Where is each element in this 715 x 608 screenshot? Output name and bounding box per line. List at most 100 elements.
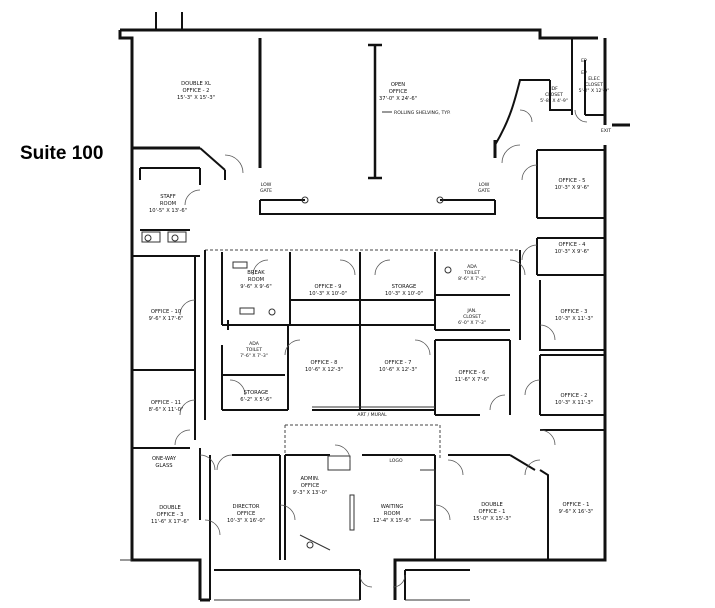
svg-text:10'-5" X 13'-6": 10'-5" X 13'-6"	[149, 208, 187, 214]
svg-text:ADMIN.: ADMIN.	[300, 476, 319, 482]
svg-text:TOILET: TOILET	[463, 270, 480, 276]
svg-text:7'-6" X 7'-3": 7'-6" X 7'-3"	[240, 353, 268, 359]
suite-label: Suite 100	[20, 143, 104, 164]
svg-text:15'-0" X 15'-3": 15'-0" X 15'-3"	[473, 516, 511, 522]
room-storage-left: STORAGE 6'-2" X 5'-6"	[240, 390, 271, 403]
svg-text:10'-3" X 9'-6": 10'-3" X 9'-6"	[555, 249, 590, 255]
svg-text:8'-6" X 7'-3": 8'-6" X 7'-3"	[458, 276, 486, 282]
svg-text:LOW: LOW	[479, 182, 490, 188]
svg-text:ROOM: ROOM	[384, 511, 400, 517]
svg-text:10'-3" X 10'-0": 10'-3" X 10'-0"	[309, 291, 347, 297]
room-director-office: DIRECTOR OFFICE 10'-3" X 16'-0"	[227, 504, 265, 524]
svg-text:10'-3" X 11'-3": 10'-3" X 11'-3"	[555, 316, 593, 322]
svg-text:OFFICE - 1: OFFICE - 1	[563, 502, 590, 508]
room-double-office-1: DOUBLE OFFICE - 1 15'-0" X 15'-3"	[473, 502, 511, 522]
room-ada-toilet-left: ADA TOILET 7'-6" X 7'-3"	[240, 341, 268, 359]
svg-text:6'-2" X 5'-6": 6'-2" X 5'-6"	[240, 397, 271, 403]
rolling-shelving	[368, 43, 392, 180]
svg-text:CLOSET: CLOSET	[463, 314, 481, 320]
svg-text:IDF: IDF	[550, 86, 558, 92]
svg-text:OFFICE: OFFICE	[237, 511, 255, 517]
svg-text:5'-2" X 12'-9": 5'-2" X 12'-9"	[579, 88, 610, 94]
svg-text:OFFICE - 6: OFFICE - 6	[459, 370, 486, 376]
svg-text:WAITING: WAITING	[381, 504, 404, 510]
room-idf-closet: IDF CLOSET 5'-8" X 4'-9"	[540, 86, 568, 104]
room-staff-room: STAFF ROOM 10'-5" X 13'-6"	[149, 194, 187, 214]
svg-text:CLOSET: CLOSET	[545, 92, 563, 98]
room-office-10: OFFICE - 10 9'-6" X 17'-6"	[149, 309, 184, 322]
right-offices-walls	[536, 149, 605, 560]
svg-text:OPEN: OPEN	[391, 82, 405, 88]
low-gate-left-label: LOW GATE	[260, 182, 272, 194]
svg-text:GATE: GATE	[260, 188, 272, 194]
svg-text:ROLLING SHELVING, TYP.: ROLLING SHELVING, TYP.	[394, 110, 451, 116]
svg-text:OFFICE - 11: OFFICE - 11	[151, 400, 181, 406]
svg-text:STORAGE: STORAGE	[392, 284, 417, 290]
svg-text:10'-6" X 12'-3": 10'-6" X 12'-3"	[305, 367, 343, 373]
svg-text:OFFICE - 3: OFFICE - 3	[157, 512, 184, 518]
svg-text:OFFICE - 4: OFFICE - 4	[559, 242, 587, 248]
room-office-4: OFFICE - 4 10'-3" X 9'-6"	[555, 242, 590, 255]
exit-label: EXIT	[601, 128, 611, 134]
svg-text:11'-6" X 7'-6": 11'-6" X 7'-6"	[455, 377, 490, 383]
room-office-7: OFFICE - 7 10'-6" X 12'-3"	[379, 360, 417, 373]
svg-text:GATE: GATE	[478, 188, 490, 194]
svg-text:OFFICE - 9: OFFICE - 9	[315, 284, 342, 290]
svg-text:10'-3" X 9'-6": 10'-3" X 9'-6"	[555, 185, 590, 191]
svg-text:OFFICE - 7: OFFICE - 7	[385, 360, 412, 366]
svg-text:OFFICE - 3: OFFICE - 3	[561, 309, 588, 315]
one-way-glass-label: ONE-WAY GLASS	[152, 456, 177, 469]
svg-text:OFFICE - 8: OFFICE - 8	[311, 360, 338, 366]
room-admin-office: ADMIN. OFFICE 9'-3" X 13'-0"	[293, 476, 328, 496]
room-office-2: OFFICE - 2 10'-3" X 11'-3"	[555, 393, 593, 406]
room-labels: DOUBLE XL OFFICE - 2 15'-3" X 15'-3" OPE…	[149, 58, 612, 525]
room-office-1: OFFICE - 1 9'-6" X 16'-3"	[559, 502, 594, 515]
svg-text:10'-3" X 10'-0": 10'-3" X 10'-0"	[385, 291, 423, 297]
svg-text:15'-3" X 15'-3": 15'-3" X 15'-3"	[177, 95, 215, 101]
central-core-walls	[204, 249, 521, 420]
logo-label: LOGO	[389, 458, 403, 464]
svg-text:9'-6" X 16'-3": 9'-6" X 16'-3"	[559, 509, 594, 515]
svg-text:8'-6" X 11'-0": 8'-6" X 11'-0"	[149, 407, 184, 413]
svg-text:OFFICE - 10: OFFICE - 10	[151, 309, 181, 315]
svg-text:DOUBLE XL: DOUBLE XL	[181, 81, 211, 87]
art-mural-label: ART / MURAL	[357, 412, 387, 418]
room-office-8: OFFICE - 8 10'-6" X 12'-3"	[305, 360, 343, 373]
lower-walls	[199, 424, 536, 560]
room-office-11: OFFICE - 11 8'-6" X 11'-0"	[149, 400, 184, 413]
svg-text:10'-3" X 16'-0": 10'-3" X 16'-0"	[227, 518, 265, 524]
svg-text:10'-3" X 11'-3": 10'-3" X 11'-3"	[555, 400, 593, 406]
room-office-9: OFFICE - 9 10'-3" X 10'-0"	[309, 284, 347, 297]
left-offices-walls	[132, 256, 196, 449]
svg-text:ELEC: ELEC	[588, 76, 600, 82]
svg-text:OFFICE - 2: OFFICE - 2	[561, 393, 588, 399]
svg-text:GLASS: GLASS	[155, 463, 172, 469]
ep-label-1: EP	[581, 58, 587, 64]
room-office-3: OFFICE - 3 10'-3" X 11'-3"	[555, 309, 593, 322]
room-open-office: OPEN OFFICE 37'-0" X 24'-6" ROLLING SHEL…	[379, 82, 451, 116]
svg-text:ADA: ADA	[249, 341, 260, 347]
svg-text:10'-6" X 12'-3": 10'-6" X 12'-3"	[379, 367, 417, 373]
room-office-5: OFFICE - 5 10'-3" X 9'-6"	[555, 178, 590, 191]
svg-text:9'-6" X 9'-6": 9'-6" X 9'-6"	[240, 284, 271, 290]
room-office-6: OFFICE - 6 11'-6" X 7'-6"	[455, 370, 490, 383]
svg-text:ADA: ADA	[467, 264, 478, 270]
svg-text:JAN.: JAN.	[466, 308, 476, 314]
room-elec-closet: ELEC CLOSET 5'-2" X 12'-9"	[579, 76, 610, 94]
svg-text:TOILET: TOILET	[245, 347, 262, 353]
svg-text:12'-4" X 15'-6": 12'-4" X 15'-6"	[373, 518, 411, 524]
low-gate-right-label: LOW GATE	[478, 182, 490, 194]
svg-text:9'-6" X 17'-6": 9'-6" X 17'-6"	[149, 316, 184, 322]
room-double-xl-office-2: DOUBLE XL OFFICE - 2 15'-3" X 15'-3"	[177, 81, 215, 101]
fixtures	[141, 231, 452, 549]
svg-text:OFFICE: OFFICE	[389, 89, 407, 95]
upper-walls	[132, 38, 605, 257]
svg-text:5'-8" X 4'-9": 5'-8" X 4'-9"	[540, 98, 568, 104]
svg-text:6'-0" X 7'-3": 6'-0" X 7'-3"	[458, 320, 486, 326]
low-gates	[260, 196, 495, 204]
svg-text:CLOSET: CLOSET	[585, 82, 603, 88]
room-double-office-3: DOUBLE OFFICE - 3 11'-6" X 17'-6"	[151, 505, 189, 525]
svg-text:STORAGE: STORAGE	[244, 390, 269, 396]
door-swings	[174, 109, 588, 588]
